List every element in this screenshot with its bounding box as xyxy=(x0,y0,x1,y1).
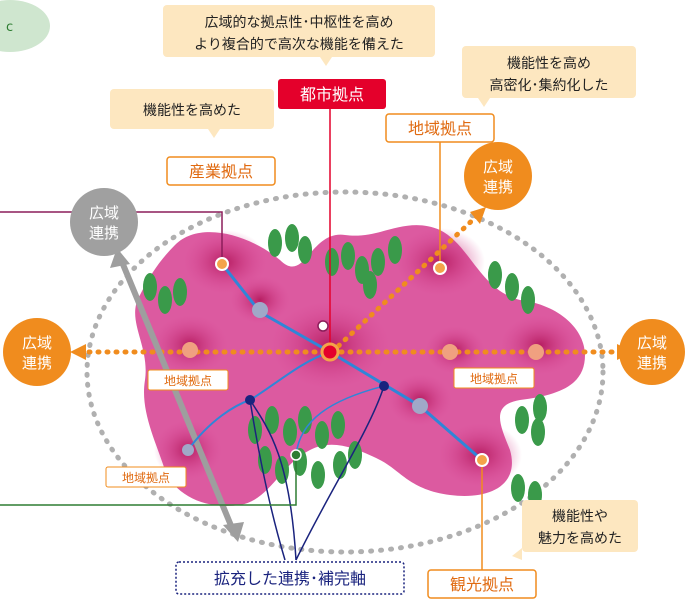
regional-hub-right-box xyxy=(453,367,535,389)
wide-area-circle-gray xyxy=(70,188,138,256)
wide-area-right-line1: 広域 xyxy=(637,334,667,352)
industrial-hub-label: 産業拠点 xyxy=(189,162,253,181)
urban-hub-label: 都市拠点 xyxy=(300,85,364,104)
callout-box-industrial-function xyxy=(110,89,274,129)
callout-box-urban-function xyxy=(163,5,435,57)
callout-tourism-function-line1: 機能性や xyxy=(552,509,608,525)
green-oval-badge-icon xyxy=(0,0,50,52)
callout-urban-function-line2: より複合的で高次な機能を備えた xyxy=(194,36,404,53)
callout-box-regional-function xyxy=(462,46,636,98)
regional-hub-bottom-left-box xyxy=(105,466,187,488)
wide-area-right-line2: 連携 xyxy=(637,354,667,372)
regional-hub-right-label: 地域拠点 xyxy=(470,372,518,386)
callout-industrial-function: 機能性を高めた xyxy=(143,102,241,119)
regional-hub-bottom-left-label: 地域拠点 xyxy=(122,471,170,485)
expanded-axis-curve-4 xyxy=(249,399,286,561)
hub-nodes xyxy=(182,257,544,467)
expanded-axis-label: 拡充した連携･補完軸 xyxy=(214,569,366,588)
callout-pointer-tourism xyxy=(512,548,522,560)
callout-regional-function-line2: 高密化･集約化した xyxy=(490,77,609,94)
wide-area-gray-line1: 広域 xyxy=(89,204,119,222)
leader-line-green xyxy=(0,455,297,506)
callout-pointer-industrial xyxy=(208,129,220,138)
callout-pointer-regional xyxy=(478,98,490,107)
arrow-left-icon xyxy=(70,344,86,360)
wide-area-top-right-line2: 連携 xyxy=(483,178,513,196)
expanded-axis-curve-3 xyxy=(295,385,385,561)
expanded-axis-curve-2 xyxy=(249,399,297,561)
wide-area-left-line1: 広域 xyxy=(22,334,52,352)
wide-area-gray-line2: 連携 xyxy=(89,224,119,242)
regional-hub-left-box xyxy=(147,369,229,391)
callout-pointer-urban xyxy=(320,57,332,66)
region-boundary xyxy=(84,189,606,555)
expanded-axis-curve-5 xyxy=(295,385,385,456)
gray-arrow-head-top xyxy=(110,248,130,268)
callout-box-tourism-function xyxy=(522,500,638,552)
callout-urban-function-line1: 広域的な拠点性･中枢性を高め xyxy=(205,14,394,31)
wide-area-left-line2: 連携 xyxy=(22,354,52,372)
wide-area-top-right-line1: 広域 xyxy=(483,158,513,176)
tourism-hub-box xyxy=(427,569,537,599)
tourism-hub-label: 観光拠点 xyxy=(450,575,514,594)
gray-double-arrow-icon xyxy=(119,260,235,530)
wide-area-circle-top-right xyxy=(464,142,532,210)
callout-tourism-function-line2: 魅力を高めた xyxy=(538,530,622,547)
expanded-axis-box xyxy=(175,561,405,595)
wide-area-circle-right xyxy=(619,319,685,385)
callout-regional-function-line1: 機能性を高め xyxy=(507,55,591,72)
arrow-upright-icon xyxy=(470,207,486,224)
badge-letter: c xyxy=(6,20,13,35)
regional-hub-top-box xyxy=(385,113,495,143)
industrial-hub-box xyxy=(166,156,276,186)
tree-cluster xyxy=(143,224,547,509)
regional-hub-left-label: 地域拠点 xyxy=(164,374,212,388)
regional-hub-top-label: 地域拠点 xyxy=(408,119,472,138)
wide-area-circle-left xyxy=(3,318,71,386)
gray-arrow-head-bottom xyxy=(223,522,244,542)
urban-hub-box xyxy=(278,79,386,109)
wide-area-axis-diagonal xyxy=(329,212,481,355)
